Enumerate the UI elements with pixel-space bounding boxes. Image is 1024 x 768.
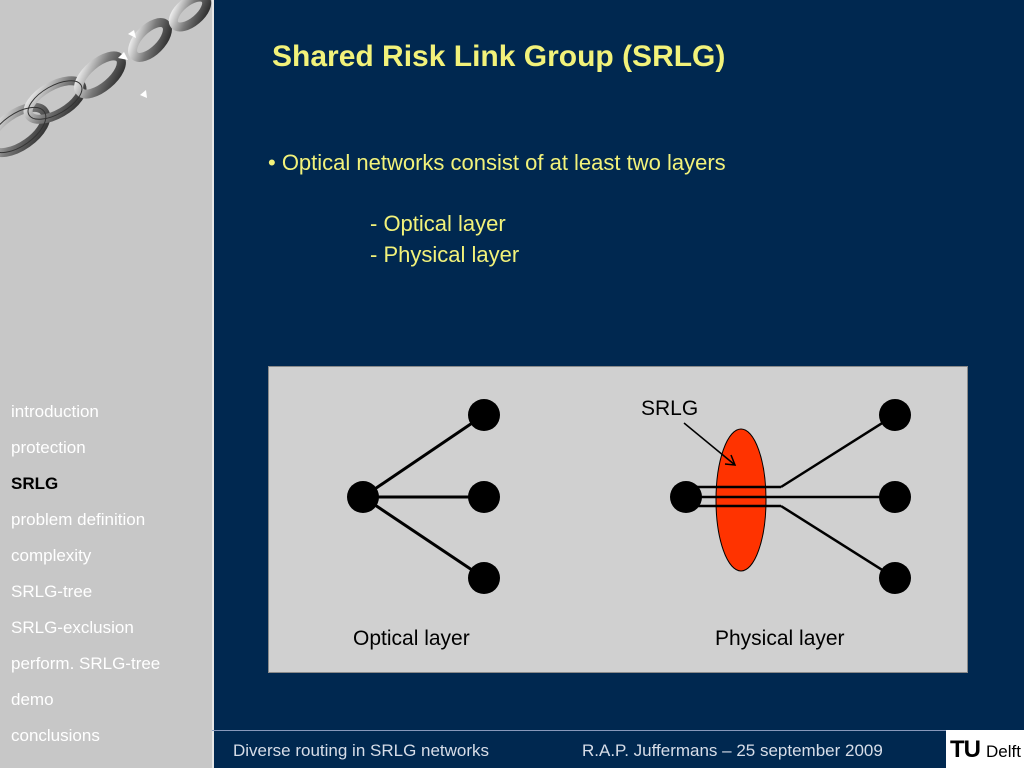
tu-delft-logo-mark: TU xyxy=(950,736,981,764)
nav-item-complexity[interactable]: complexity xyxy=(11,546,92,565)
optical-node xyxy=(468,399,500,431)
optical-link xyxy=(362,413,485,499)
sub-item-physical-layer: - Physical layer xyxy=(370,242,520,267)
srlg-ellipse xyxy=(715,428,767,572)
tu-letters: TU xyxy=(950,736,981,763)
nav-item-conclusions[interactable]: conclusions xyxy=(11,726,100,745)
physical-link xyxy=(780,413,896,489)
physical-link xyxy=(780,504,896,580)
optical-node xyxy=(468,481,500,513)
sidebar: introduction protection SRLG problem def… xyxy=(0,0,214,768)
nav-item-problem-definition[interactable]: problem definition xyxy=(11,510,146,529)
physical-nodes xyxy=(670,399,911,594)
broken-chain-icon xyxy=(0,0,212,158)
tu-delft-logo-text: Delft xyxy=(986,742,1021,761)
sub-item-optical-layer: - Optical layer xyxy=(370,211,506,236)
footer-divider xyxy=(212,730,946,731)
nav-item-introduction[interactable]: introduction xyxy=(11,402,99,421)
physical-node xyxy=(879,562,911,594)
tu-delft-logo: TU Delft xyxy=(946,730,1024,768)
optical-node xyxy=(347,481,379,513)
optical-layer-graph xyxy=(362,413,485,580)
nav-item-srlg-exclusion[interactable]: SRLG-exclusion xyxy=(11,618,134,637)
optical-nodes xyxy=(347,399,500,594)
physical-node xyxy=(879,481,911,513)
nav-item-srlg[interactable]: SRLG xyxy=(11,474,59,493)
physical-node xyxy=(879,399,911,431)
optical-link xyxy=(362,495,485,580)
optical-node xyxy=(468,562,500,594)
srlg-label: SRLG xyxy=(641,397,699,420)
nav-item-srlg-tree[interactable]: SRLG-tree xyxy=(11,582,93,601)
network-diagram xyxy=(347,399,911,594)
physical-layer-graph xyxy=(686,413,896,580)
footer-presentation-title: Diverse routing in SRLG networks xyxy=(233,741,490,760)
optical-layer-caption: Optical layer xyxy=(353,627,470,650)
physical-layer-caption: Physical layer xyxy=(715,627,845,650)
srlg-arrow xyxy=(683,422,737,466)
physical-node xyxy=(670,481,702,513)
bullet-text: • Optical networks consist of at least t… xyxy=(268,150,726,175)
sidebar-nav: introduction protection SRLG problem def… xyxy=(11,400,160,760)
nav-item-perform-srlg-tree[interactable]: perform. SRLG-tree xyxy=(11,654,161,673)
nav-item-protection[interactable]: protection xyxy=(11,438,86,457)
footer-author-date: R.A.P. Juffermans – 25 september 2009 xyxy=(582,741,883,760)
slide-title: Shared Risk Link Group (SRLG) xyxy=(272,40,726,73)
network-layers-figure: SRLG Optical layer Physical layer xyxy=(268,366,968,673)
nav-item-demo[interactable]: demo xyxy=(11,690,54,709)
